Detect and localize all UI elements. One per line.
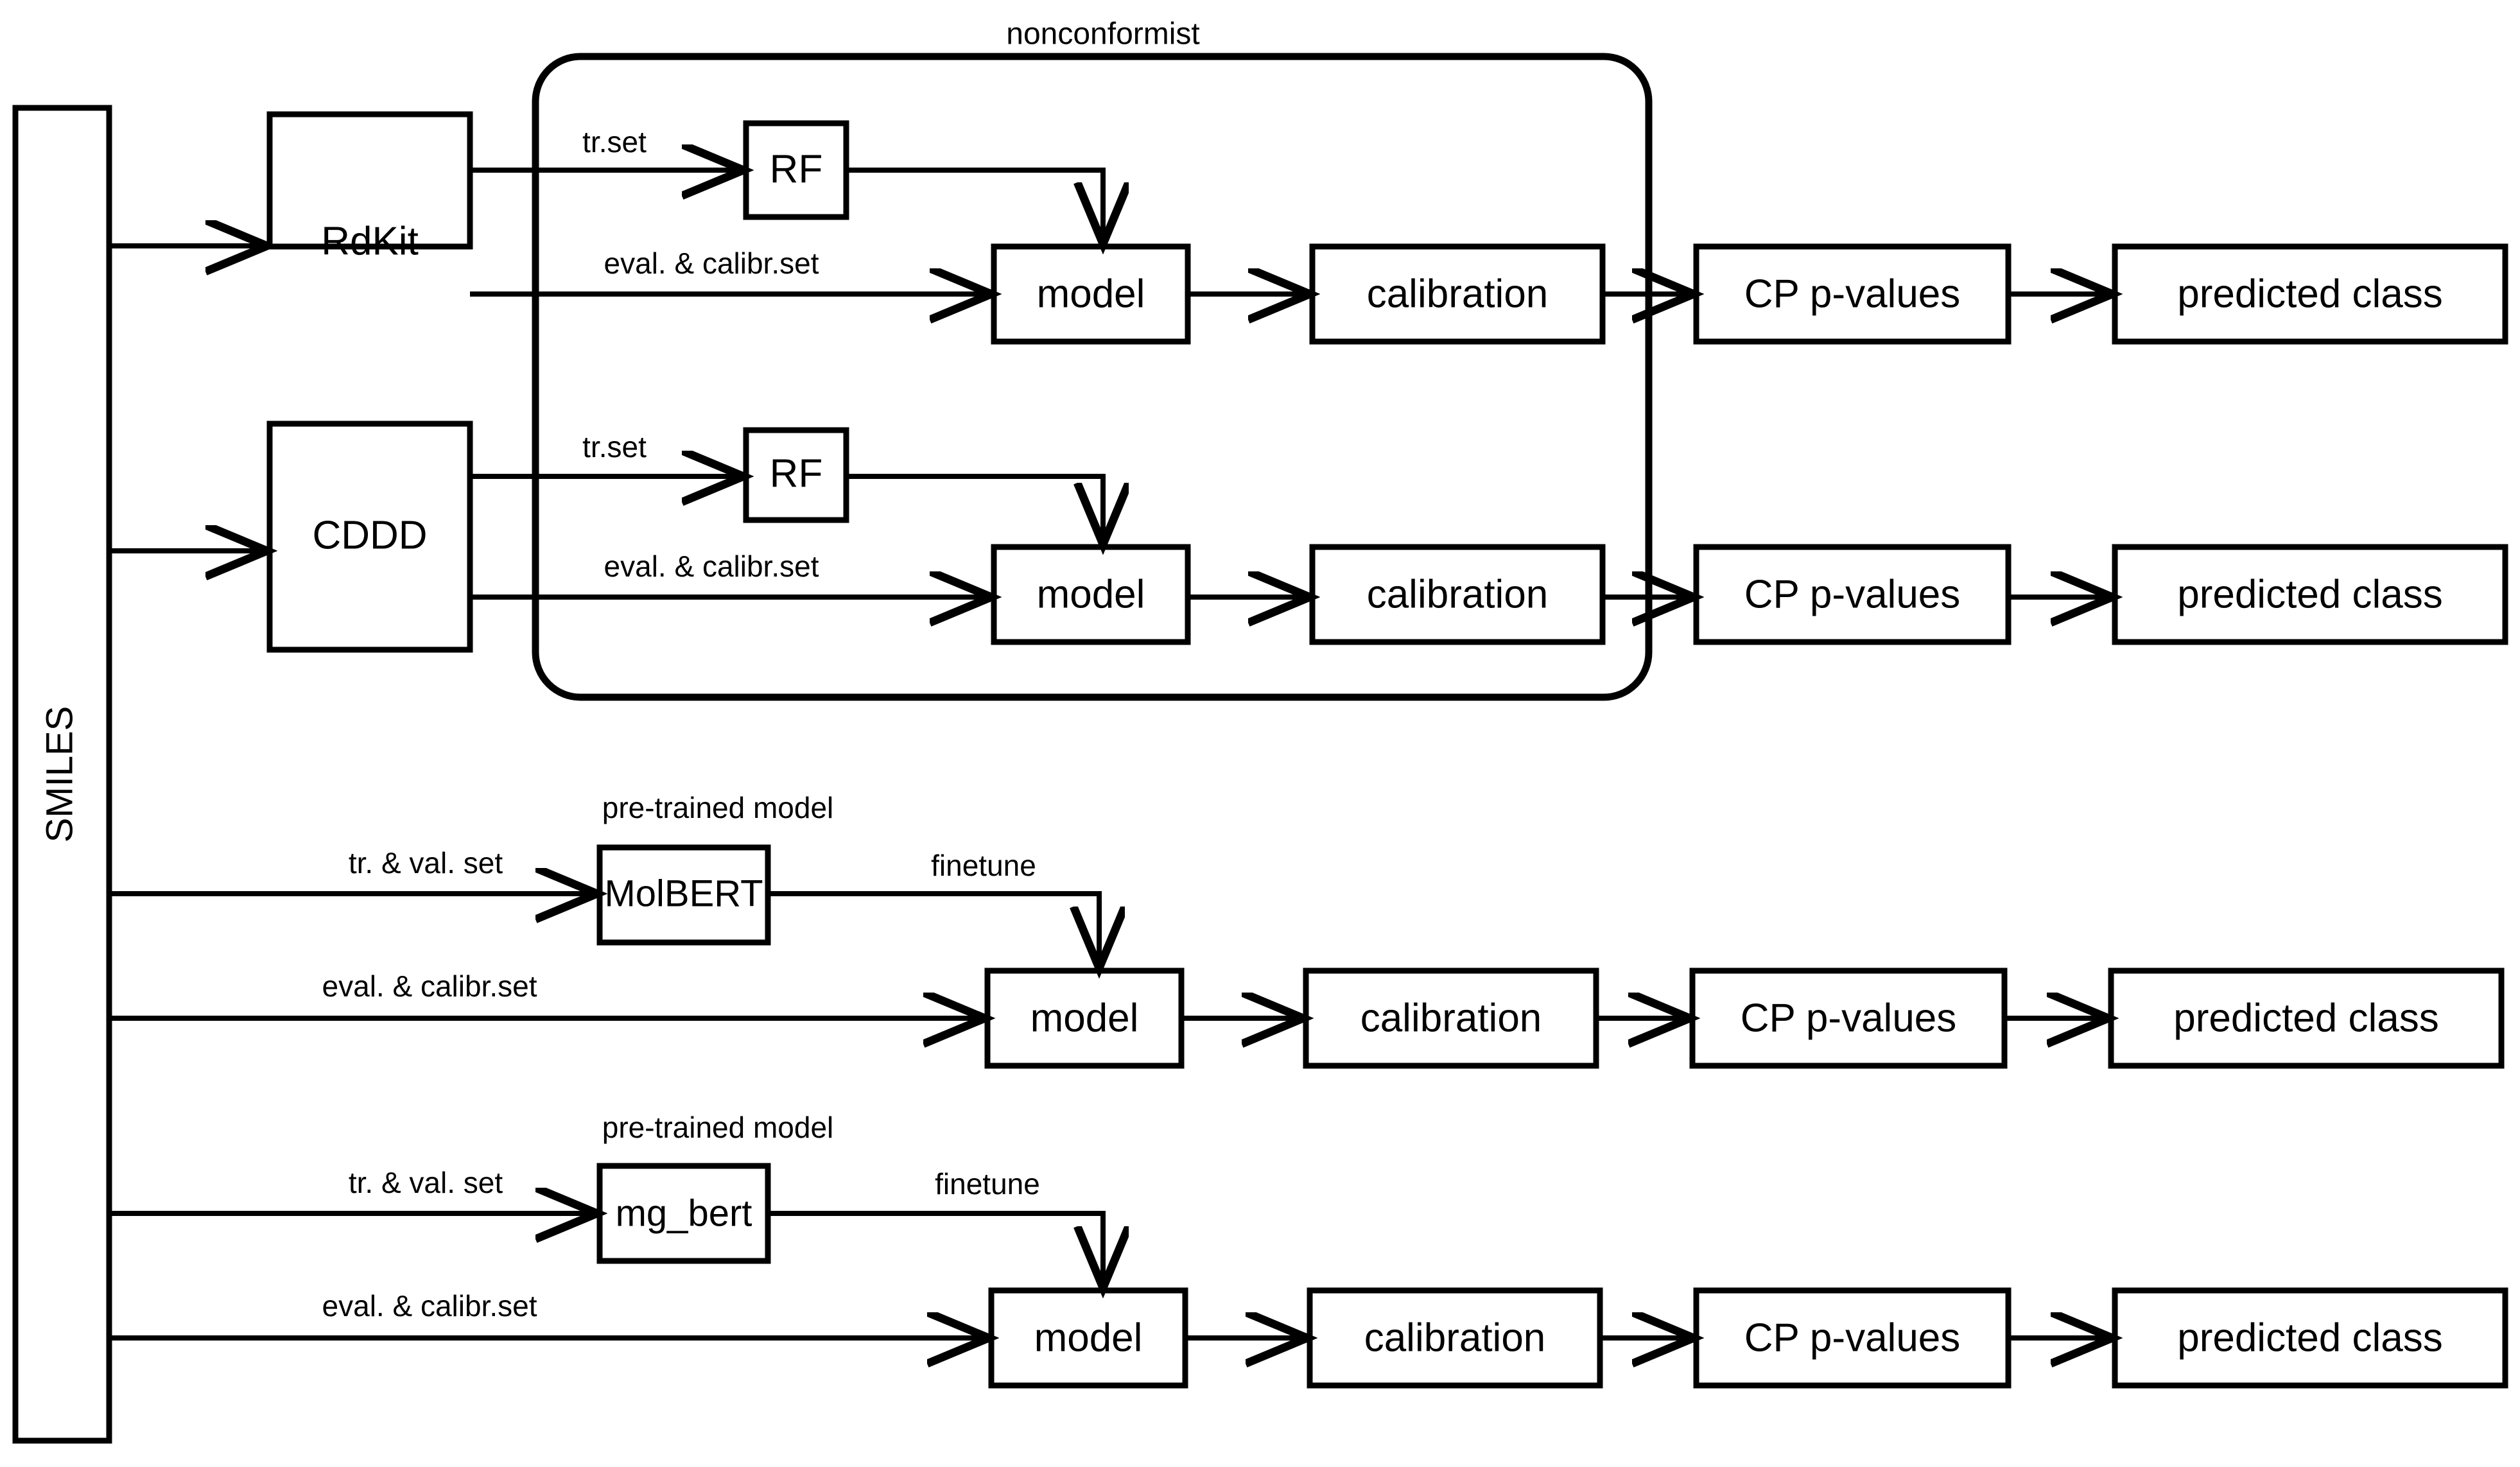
- edge-label-eval-calibr-1: eval. & calibr.set: [604, 247, 819, 280]
- edge-label-tr-val-set-1: tr. & val. set: [349, 846, 503, 880]
- model-label-2: model: [1037, 572, 1145, 616]
- calibration-label-4: calibration: [1364, 1315, 1546, 1360]
- predicted-class-box-3[interactable]: [2108, 968, 2505, 1069]
- predicted-class-label-4: predicted class: [2177, 1315, 2443, 1360]
- smiles-label: SMILES: [39, 706, 80, 843]
- cp-pvalues-label-3: CP p-values: [1741, 996, 1957, 1040]
- pretrained-caption-1: pre-trained model: [602, 791, 834, 824]
- edge-label-eval-calibr-3: eval. & calibr.set: [322, 969, 537, 1003]
- calibration-label-1: calibration: [1367, 272, 1549, 316]
- predicted-class-box-2[interactable]: [2112, 544, 2508, 645]
- mgbert-label: mg_bert: [616, 1192, 752, 1234]
- conn-rf-2-to-model-2: [846, 474, 1103, 539]
- conn-molbert-to-model-3: [768, 891, 1099, 963]
- edge-label-tr-set-1: tr.set: [582, 125, 647, 159]
- predicted-class-box-4[interactable]: [2112, 1287, 2508, 1389]
- cddd-label: CDDD: [312, 513, 427, 557]
- cp-pvalues-box-3[interactable]: [1689, 968, 2008, 1069]
- model-label-1: model: [1037, 272, 1145, 316]
- cp-pvalues-label-1: CP p-values: [1744, 272, 1961, 316]
- nonconformist-group-outline: [532, 53, 1653, 701]
- molbert-label: MolBERT: [604, 872, 763, 914]
- calibration-label-2: calibration: [1367, 572, 1549, 616]
- mgbert-box[interactable]: [596, 1163, 771, 1264]
- cp-pvalues-label-2: CP p-values: [1744, 572, 1961, 616]
- calibration-box-3[interactable]: [1303, 968, 1599, 1069]
- conn-rf-1-to-model-1: [846, 168, 1103, 239]
- edge-label-finetune-1: finetune: [931, 849, 1036, 882]
- predicted-class-label-3: predicted class: [2173, 996, 2439, 1040]
- model-label-4: model: [1034, 1315, 1143, 1360]
- edge-label-eval-calibr-4: eval. & calibr.set: [322, 1289, 537, 1323]
- model-label-3: model: [1030, 996, 1139, 1040]
- rf-label-1: RF: [770, 147, 823, 191]
- calibration-label-3: calibration: [1360, 996, 1542, 1040]
- predicted-class-label-2: predicted class: [2177, 572, 2443, 616]
- edge-label-tr-set-2: tr.set: [582, 430, 647, 464]
- conn-mgbert-to-model-4: [768, 1211, 1103, 1283]
- nonconformist-group-label: nonconformist: [1006, 17, 1199, 51]
- cp-pvalues-label-4: CP p-values: [1744, 1315, 1961, 1360]
- pretrained-caption-2: pre-trained model: [602, 1111, 834, 1144]
- rf-label-2: RF: [770, 451, 823, 496]
- rdkit-box[interactable]: [266, 111, 473, 250]
- predicted-class-label-1: predicted class: [2177, 272, 2443, 316]
- smiles-box[interactable]: [12, 105, 112, 1444]
- edge-label-finetune-2: finetune: [935, 1167, 1040, 1201]
- edge-label-tr-val-set-2: tr. & val. set: [349, 1166, 503, 1199]
- rdkit-label: RdKit: [321, 219, 419, 263]
- edge-label-eval-calibr-2: eval. & calibr.set: [604, 550, 819, 583]
